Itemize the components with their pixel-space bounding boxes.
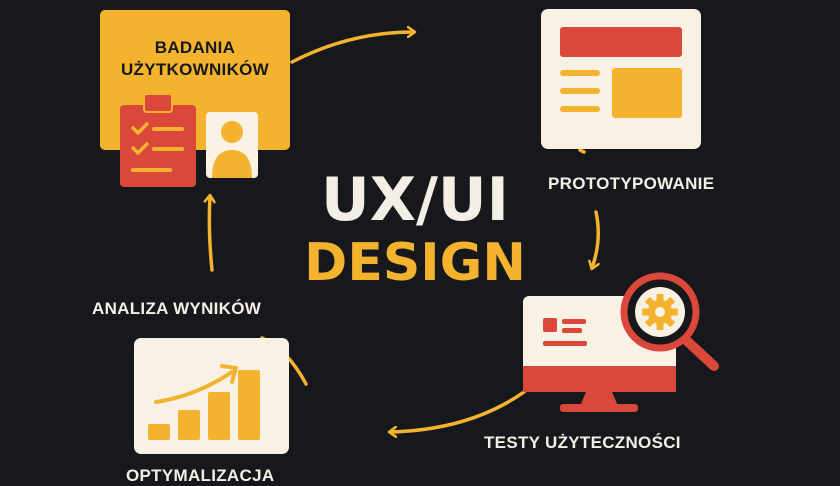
research-title-line2: UŻYTKOWNIKÓW [120,60,270,79]
arrow-prototype-to-testing [578,148,598,268]
testing-label: TESTY UŻYTECZNOŚCI [484,433,681,452]
clipboard-icon [120,93,196,187]
optimization-label: OPTYMALIZACJA [126,466,275,485]
user-icon [206,112,258,178]
arrow-testing-to-optimization [390,390,526,432]
prototyping-label: PROTOTYPOWANIE [548,174,715,193]
prototype-card [541,9,701,149]
research-title: BADANIA UŻYTKOWNIKÓW [100,37,290,81]
center-title-line1: UX/UI [321,165,509,235]
testing-card [523,272,719,412]
growth-chart-icon [148,364,260,440]
research-card [100,10,290,187]
center-title-line2: DESIGN [304,233,526,293]
research-title-line1: BADANIA [154,38,236,57]
magnifier-gear-icon [620,272,719,371]
optimization-card [134,338,289,454]
wireframe-icon [560,27,682,118]
arrow-research-to-prototype [290,32,414,64]
arrow-analysis-to-research [209,196,212,272]
analysis-label: ANALIZA WYNIKÓW [92,299,262,318]
